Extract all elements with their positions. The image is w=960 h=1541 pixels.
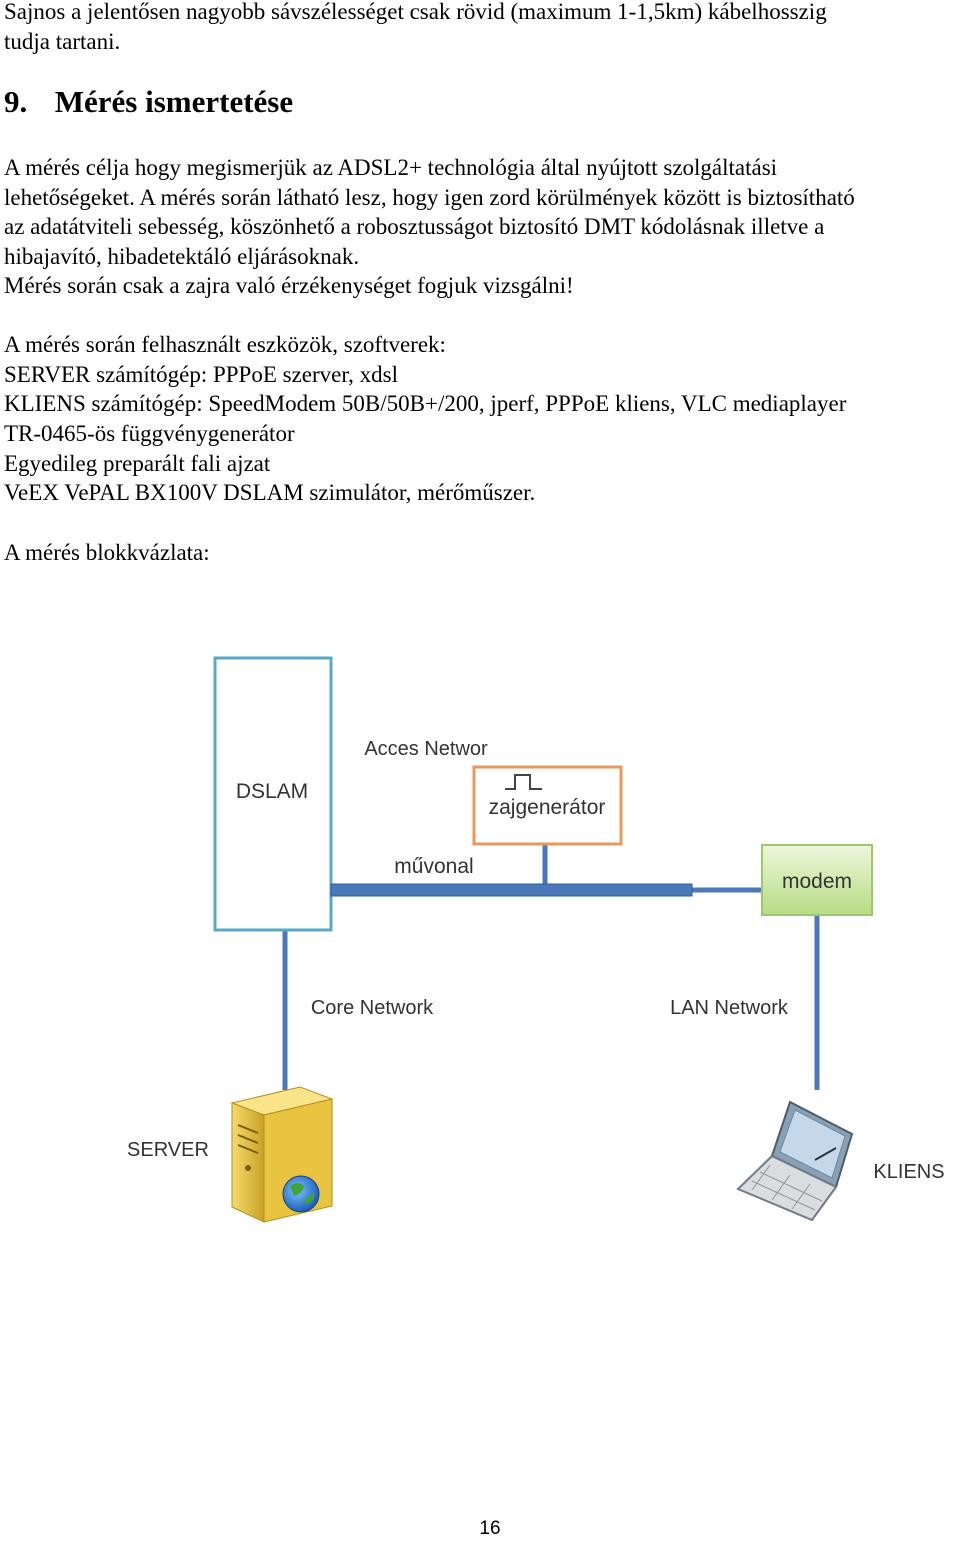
equipment-line-socket: Egyedileg preparált fali ajzat: [4, 451, 271, 476]
equipment-line-dslam: VeEX VePAL BX100V DSLAM szimulátor, mérő…: [4, 480, 536, 505]
equipment-line-client: KLIENS számítógép: SpeedModem 50B/50B+/2…: [4, 391, 847, 416]
equipment-line-generator: TR-0465-ös függvénygenerátor: [4, 421, 295, 446]
client-label: KLIENS: [873, 1161, 944, 1183]
line-label: művonal: [394, 855, 473, 878]
equipment-line-server: SERVER számítógép: PPPoE szerver, xdsl: [4, 362, 398, 387]
access-network-label: Acces Networ: [364, 738, 488, 760]
purpose-line-1: A mérés célja hogy megismerjük az ADSL2+…: [4, 155, 778, 180]
intro-line-1: Sajnos a jelentősen nagyobb sávszélesség…: [4, 0, 827, 24]
laptop-icon: [736, 1100, 854, 1222]
block-diagram: DSLAM Acces Networ zajgenerátor művonal …: [127, 656, 945, 1223]
pulse-icon: [505, 774, 542, 790]
purpose-line-4: hibajavító, hibadetektáló eljárásoknak.: [4, 244, 360, 269]
dslam-box: [213, 656, 333, 932]
noise-generator-label: zajgenerátor: [489, 796, 606, 819]
diagram-caption: A mérés blokkvázlata:: [4, 540, 210, 565]
lan-network-label: LAN Network: [670, 997, 789, 1019]
section-heading: 9. Mérés ismertetése: [4, 84, 293, 120]
page-number: 16: [479, 1518, 501, 1539]
purpose-line-5: Mérés során csak a zajra való érzékenysé…: [4, 273, 574, 298]
server-icon: [230, 1086, 334, 1223]
server-label: SERVER: [127, 1139, 209, 1161]
purpose-line-2: lehetőségeket. A mérés során látható les…: [4, 185, 855, 210]
dslam-label: DSLAM: [236, 780, 308, 803]
noise-generator-box: [472, 765, 623, 846]
section-number: 9.: [4, 84, 28, 119]
intro-line-2: tudja tartani.: [4, 29, 121, 54]
modem-box: [761, 844, 873, 916]
core-network-label: Core Network: [311, 997, 434, 1019]
equipment-heading: A mérés során felhasznált eszközök, szof…: [4, 332, 446, 357]
copper-line-bar: [330, 883, 693, 897]
modem-label: modem: [782, 870, 852, 893]
section-title: Mérés ismertetése: [54, 84, 294, 119]
purpose-line-3: az adatátviteli sebesség, köszönhető a r…: [4, 214, 825, 239]
